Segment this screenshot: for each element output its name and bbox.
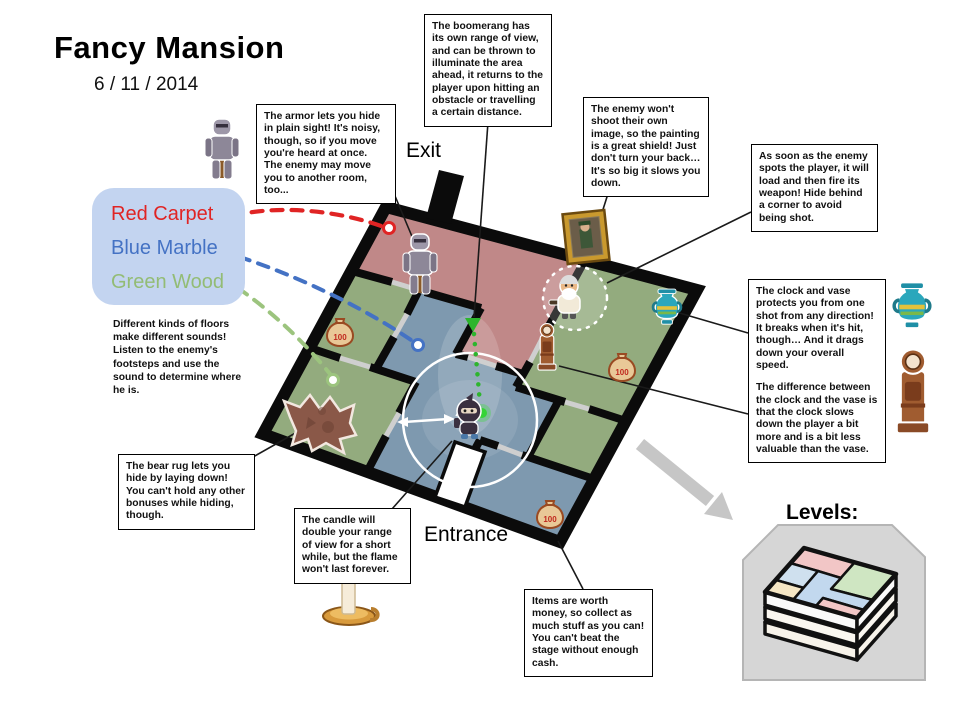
page-title: Fancy Mansion	[54, 30, 285, 65]
legend-ring-blue	[411, 338, 425, 352]
money-bag-1: 100	[326, 318, 354, 347]
legend-item-blue-marble: Blue Marble	[111, 237, 218, 259]
legend-ring-red	[382, 221, 396, 235]
floor-legend: Red Carpet Blue Marble Green Wood	[92, 188, 245, 305]
note-boomerang: The boomerang has its own range of view,…	[424, 14, 552, 127]
note-enemy: As soon as the enemy spots the player, i…	[751, 144, 878, 233]
vase-sprite-panel	[892, 281, 932, 330]
armor-sprite-note	[203, 117, 241, 181]
player-vision-glow	[438, 315, 502, 435]
levels-arrow	[635, 438, 733, 520]
money-bag-value: 100	[333, 333, 347, 342]
money-bag-3: 100	[536, 500, 564, 529]
boomerang-arrowhead	[465, 318, 481, 332]
note-clock-vase-p2: The difference between the clock and the…	[756, 382, 878, 456]
note-clock-vase-p1: The clock and vase protects you from one…	[756, 286, 874, 372]
note-armor: The armor lets you hide in plain sight! …	[256, 104, 396, 205]
legend-item-red-carpet: Red Carpet	[111, 203, 214, 225]
money-bag-value: 100	[543, 515, 557, 524]
page-date: 6 / 11 / 2014	[94, 74, 199, 95]
legend-arrow-green	[236, 286, 332, 376]
note-painting: The enemy won't shoot their own image, s…	[583, 97, 709, 198]
note-bear-rug: The bear rug lets you hide by laying dow…	[118, 454, 255, 530]
legend-ring-green	[326, 373, 340, 387]
legend-arrow-red	[229, 207, 387, 230]
note-floors: Different kinds of floors make different…	[113, 319, 242, 396]
exit-marker	[426, 170, 464, 224]
clock-sprite-panel	[895, 348, 931, 435]
exit-label: Exit	[406, 139, 442, 162]
note-items: Items are worth money, so collect as muc…	[524, 589, 653, 678]
money-bag-value: 100	[615, 368, 629, 377]
money-bag-2: 100	[608, 353, 636, 382]
entrance-label: Entrance	[424, 523, 509, 546]
note-clock-vase: The clock and vase protects you from one…	[748, 279, 886, 464]
levels-illustration	[762, 545, 899, 662]
boomerang-trail	[471, 331, 483, 407]
note-candle: The candle will double your range of vie…	[294, 508, 411, 584]
room-green-enemy	[516, 260, 697, 421]
legend-item-green-wood: Green Wood	[111, 271, 225, 293]
painting-sprite	[561, 208, 611, 266]
entrance-door	[432, 439, 488, 510]
levels-label: Levels:	[786, 501, 859, 524]
clock-sprite-map	[537, 322, 557, 371]
movement-arrow	[397, 414, 455, 427]
